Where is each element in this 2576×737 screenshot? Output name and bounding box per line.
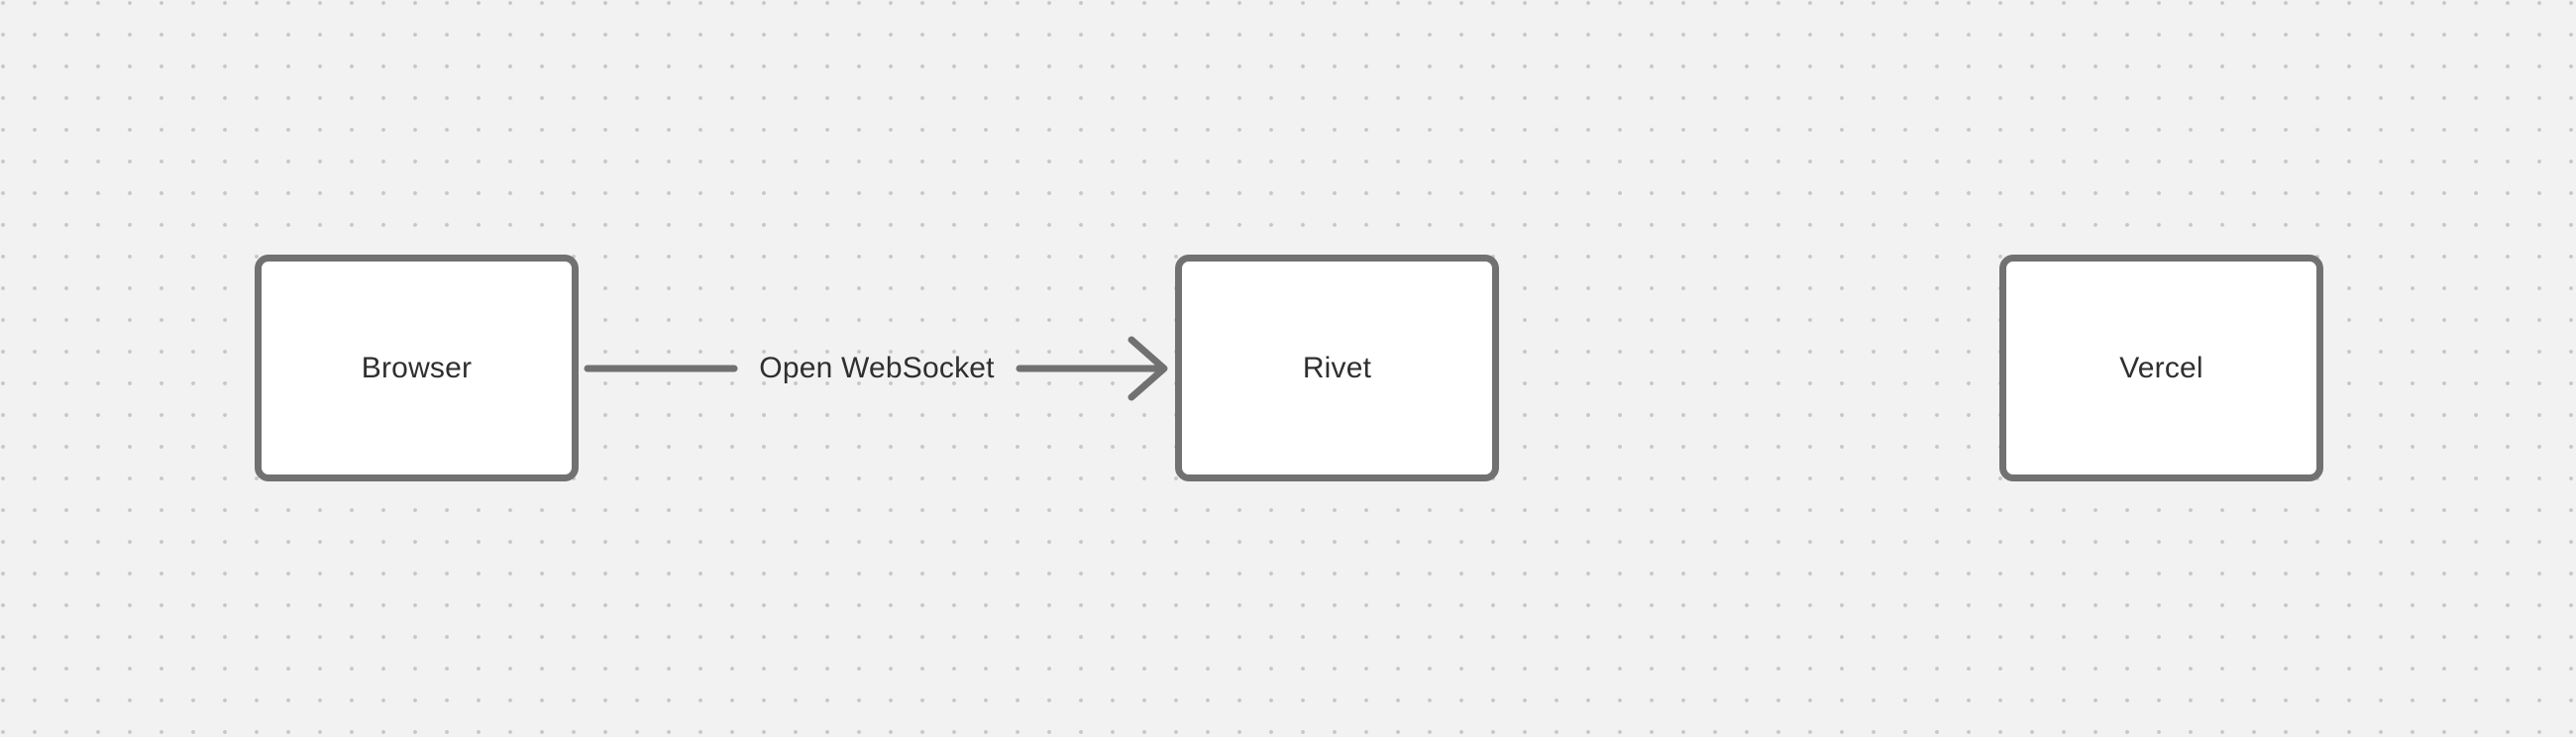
node-label: Vercel bbox=[2119, 351, 2203, 384]
node-vercel[interactable]: Vercel bbox=[1999, 255, 2323, 481]
node-rivet[interactable]: Rivet bbox=[1175, 255, 1499, 481]
node-browser[interactable]: Browser bbox=[255, 255, 579, 481]
node-label: Browser bbox=[361, 351, 473, 384]
edge-label-open-websocket[interactable]: Open WebSocket bbox=[759, 352, 995, 384]
node-label: Rivet bbox=[1302, 351, 1372, 384]
arrowhead-icon bbox=[1127, 336, 1168, 401]
